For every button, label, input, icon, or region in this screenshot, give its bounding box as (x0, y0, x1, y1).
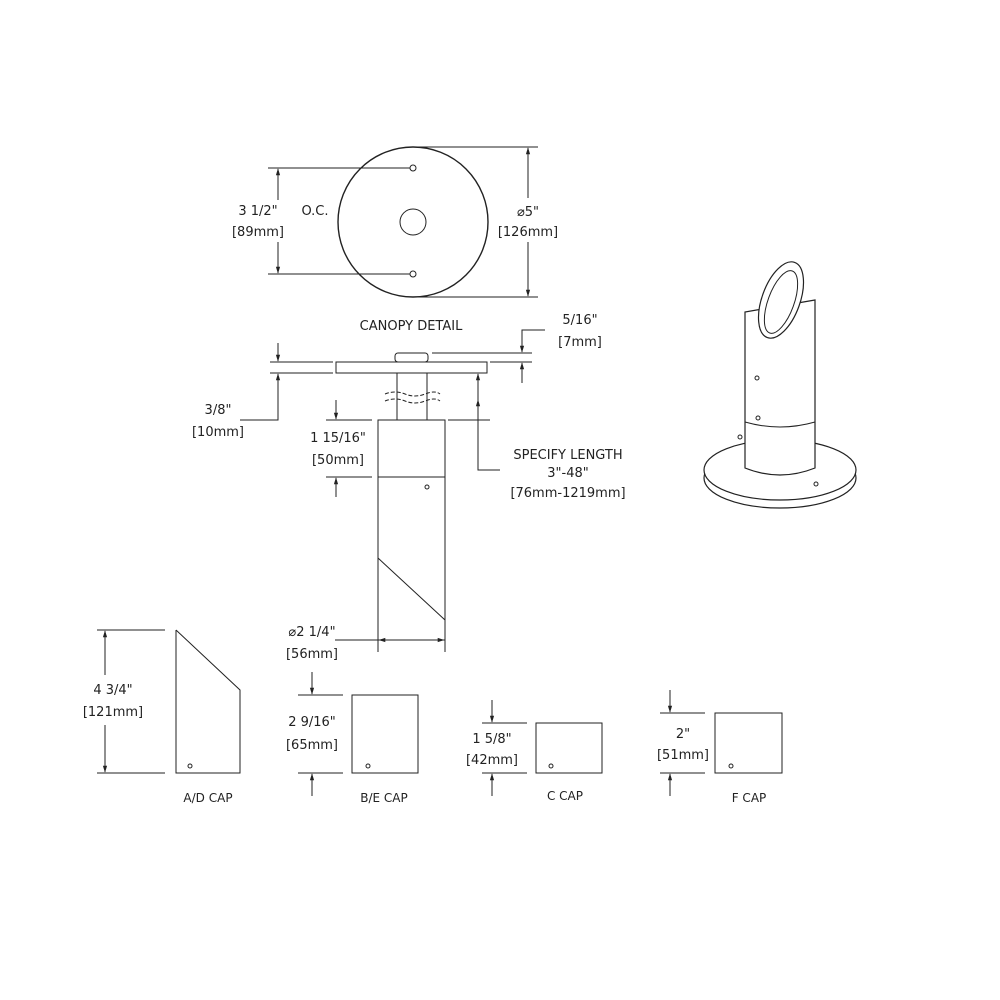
cap-ad-height-in: 4 3/4" (93, 683, 132, 698)
cap-ad-height-mm: [121mm] (83, 705, 143, 720)
tube-diameter-in: ⌀2 1/4" (288, 625, 335, 640)
canopy-plate (335, 361, 488, 374)
cap-c-height-mm: [42mm] (466, 753, 518, 768)
specify-length-label: SPECIFY LENGTH (513, 448, 622, 463)
cap-ad: 4 3/4" [121mm] A/D CAP (83, 629, 241, 805)
cap-f: 2" [51mm] F CAP (657, 690, 783, 805)
length-range-in: 3"-48" (547, 466, 588, 481)
joint-height-in: 1 15/16" (310, 431, 366, 446)
tube (377, 419, 446, 641)
cap-c: 1 5/8" [42mm] C CAP (466, 700, 603, 803)
tube-cut (377, 557, 446, 621)
fixture-3d-view (703, 261, 857, 509)
cap-ad-label: A/D CAP (183, 791, 232, 805)
nut-height-in: 5/16" (562, 313, 597, 328)
cap-c-height-in: 1 5/8" (472, 732, 511, 747)
nut (394, 352, 429, 363)
cap-be-height-mm: [65mm] (286, 738, 338, 753)
break-line (384, 391, 441, 397)
canopy-top-view: 3 1/2" O.C. [89mm] ⌀5" [126mm] CANOPY DE… (232, 146, 558, 334)
cap-f-height-mm: [51mm] (657, 748, 709, 763)
cap-f-height-in: 2" (676, 727, 690, 742)
hole-spacing-mm: [89mm] (232, 225, 284, 240)
cap-be-label: B/E CAP (360, 791, 408, 805)
fixture-side-view: 3/8" [10mm] 5/16" [7mm] 1 15/16" [50mm] … (192, 313, 626, 662)
nut-height-mm: [7mm] (558, 335, 602, 350)
joint-height-mm: [50mm] (312, 453, 364, 468)
cap-be-height-in: 2 9/16" (288, 715, 336, 730)
mount-hole-bottom (409, 270, 417, 278)
cap-be: 2 9/16" [65mm] B/E CAP (286, 672, 419, 805)
mount-hole-top (409, 164, 417, 172)
canopy-detail-title: CANOPY DETAIL (360, 319, 463, 334)
plate-thickness-mm: [10mm] (192, 425, 244, 440)
cap-c-label: C CAP (547, 789, 583, 803)
length-range-mm: [76mm-1219mm] (510, 486, 625, 501)
hole-spacing-oc: O.C. (301, 204, 328, 219)
cap-f-label: F CAP (732, 791, 767, 805)
center-hole (399, 208, 427, 236)
hole-spacing-in: 3 1/2" (238, 204, 277, 219)
canopy-diameter-mm: [126mm] (498, 225, 558, 240)
canopy-diameter-in: ⌀5" (517, 205, 539, 220)
tube-diameter-mm: [56mm] (286, 647, 338, 662)
plate-thickness-in: 3/8" (205, 403, 232, 418)
